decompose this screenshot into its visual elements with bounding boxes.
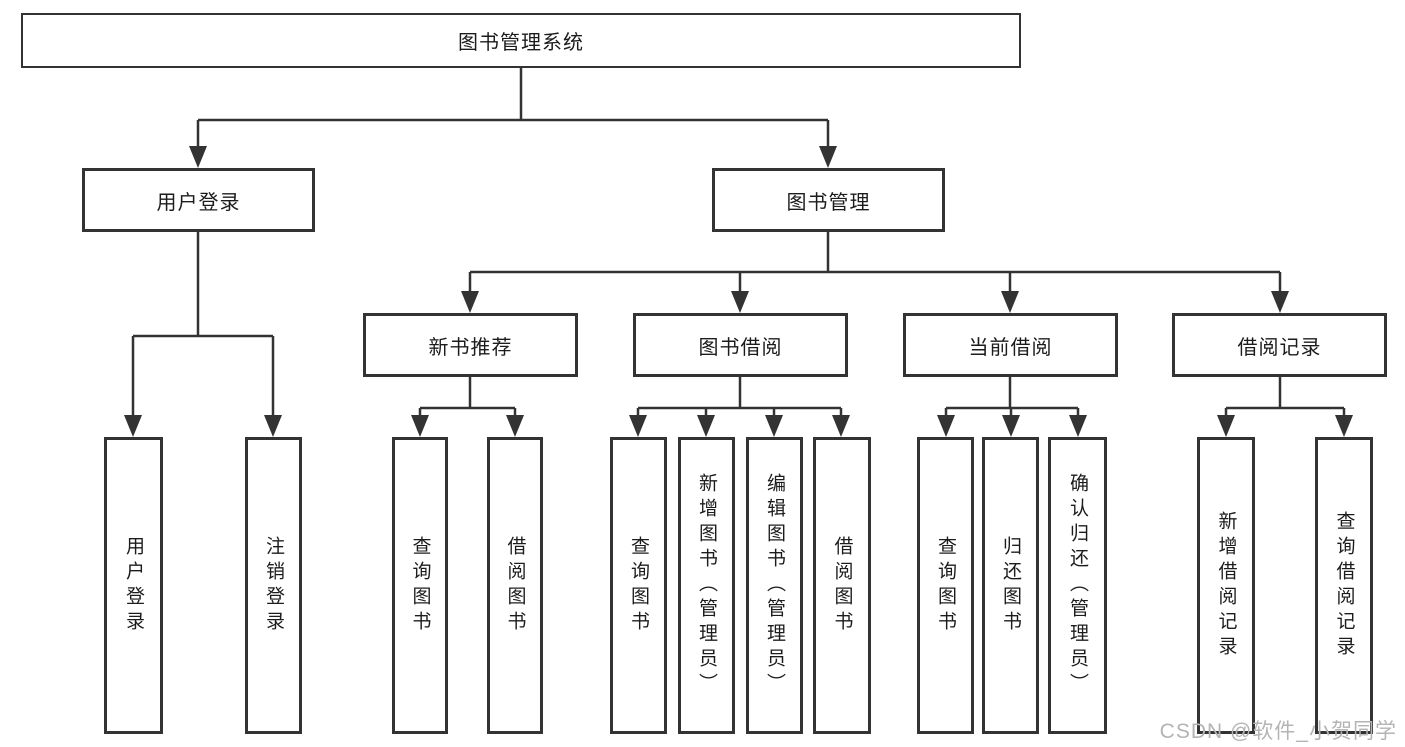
leaf-return-books: 归还图书 xyxy=(982,437,1039,734)
leaf-query-books-borrow: 查询图书 xyxy=(610,437,667,734)
node-library-management-system: 图书管理系统 xyxy=(21,13,1021,68)
node-book-management: 图书管理 xyxy=(712,168,945,232)
leaf-add-borrow-record: 新增借阅记录 xyxy=(1197,437,1255,734)
csdn-watermark: CSDN @软件_小贺同学 xyxy=(1159,720,1397,743)
node-user-login: 用户登录 xyxy=(82,168,315,232)
node-current-borrowing: 当前借阅 xyxy=(903,313,1118,377)
leaf-logout: 注销登录 xyxy=(245,437,302,734)
leaf-query-borrow-record: 查询借阅记录 xyxy=(1315,437,1373,734)
leaf-confirm-return-admin: 确认归还（管理员） xyxy=(1048,437,1107,734)
leaf-borrow-books: 借阅图书 xyxy=(813,437,871,734)
leaf-edit-books-admin: 编辑图书（管理员） xyxy=(746,437,803,734)
leaf-user-login: 用户登录 xyxy=(104,437,163,734)
arrowheads xyxy=(124,146,1353,437)
node-borrowing-records: 借阅记录 xyxy=(1172,313,1387,377)
leaf-add-books-admin: 新增图书（管理员） xyxy=(678,437,735,734)
node-book-borrowing: 图书借阅 xyxy=(633,313,848,377)
leaf-query-books-current: 查询图书 xyxy=(917,437,974,734)
leaf-query-books-recommend: 查询图书 xyxy=(392,437,448,734)
node-new-book-recommendation: 新书推荐 xyxy=(363,313,578,377)
leaf-borrow-books-recommend: 借阅图书 xyxy=(487,437,543,734)
